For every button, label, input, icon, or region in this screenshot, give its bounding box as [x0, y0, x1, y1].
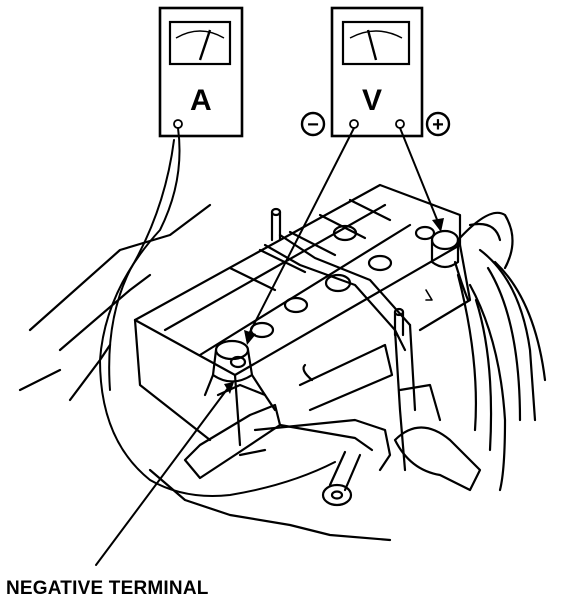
ammeter: A	[158, 6, 244, 138]
voltmeter-letter: V	[362, 84, 382, 117]
svg-text:+: +	[432, 114, 444, 136]
positive-terminal	[425, 211, 514, 302]
mounting-bracket	[393, 383, 482, 492]
voltmeter-positive-probe-tip	[432, 218, 444, 232]
ammeter-terminal	[173, 119, 183, 129]
battery-hold-down	[263, 207, 417, 472]
negative-terminal	[203, 339, 277, 412]
positive-cable-bundle	[456, 248, 547, 492]
voltmeter-negative-probe-tip	[244, 330, 256, 345]
voltmeter-positive-lead	[399, 127, 439, 223]
voltmeter: V	[330, 6, 424, 138]
ammeter-letter: A	[190, 84, 212, 117]
ammeter-lead-inner	[108, 139, 175, 391]
ground-strap	[321, 450, 362, 507]
voltmeter-negative-lead	[249, 127, 355, 333]
callout-arrowhead	[224, 382, 234, 394]
negative-cable-clamp	[183, 343, 394, 480]
voltmeter-needle	[366, 29, 378, 61]
positive-polarity-symbol: +	[425, 111, 451, 137]
voltmeter-positive-terminal	[395, 119, 405, 129]
negative-polarity-symbol: −	[300, 111, 326, 137]
svg-text:−: −	[307, 114, 319, 136]
ammeter-lead	[98, 127, 336, 497]
negative-terminal-callout-line	[95, 387, 229, 566]
negative-terminal-label: NEGATIVE TERMINAL	[6, 578, 209, 599]
ammeter-needle	[198, 29, 212, 61]
voltmeter-negative-terminal	[349, 119, 359, 129]
